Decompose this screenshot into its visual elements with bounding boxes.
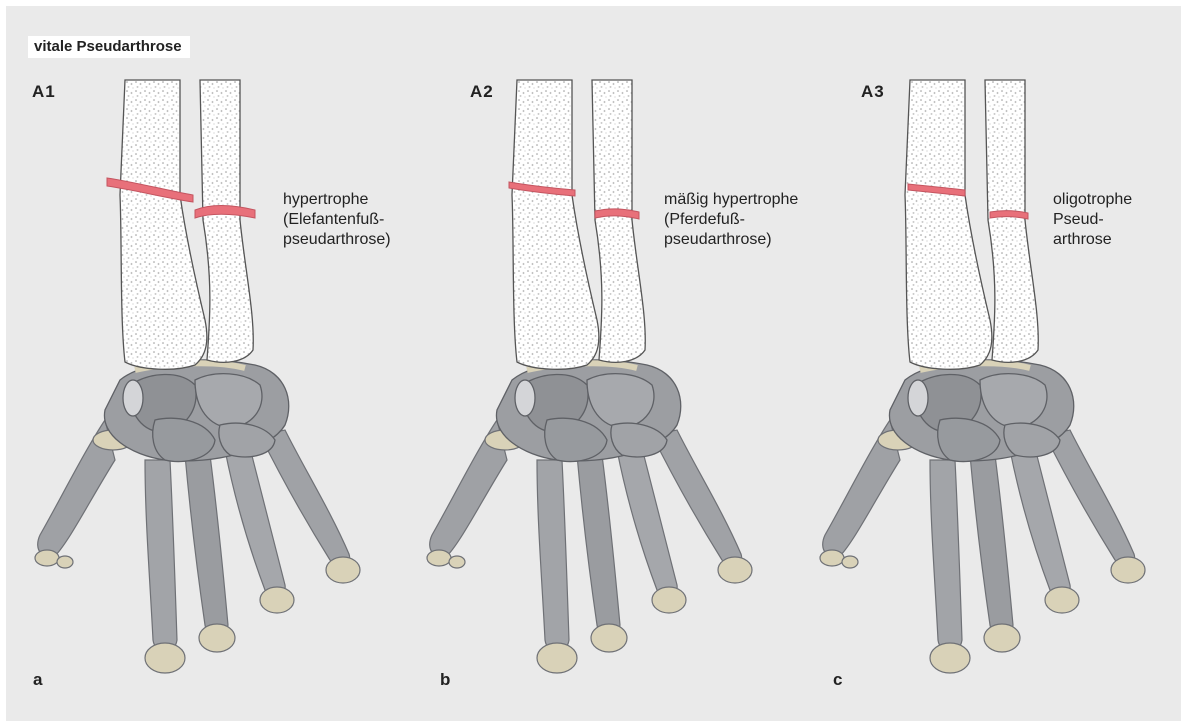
panel-a2-illustration: [427, 80, 752, 673]
panel-a3-illustration: [820, 80, 1145, 673]
panel-a1-illustration: [35, 80, 360, 673]
